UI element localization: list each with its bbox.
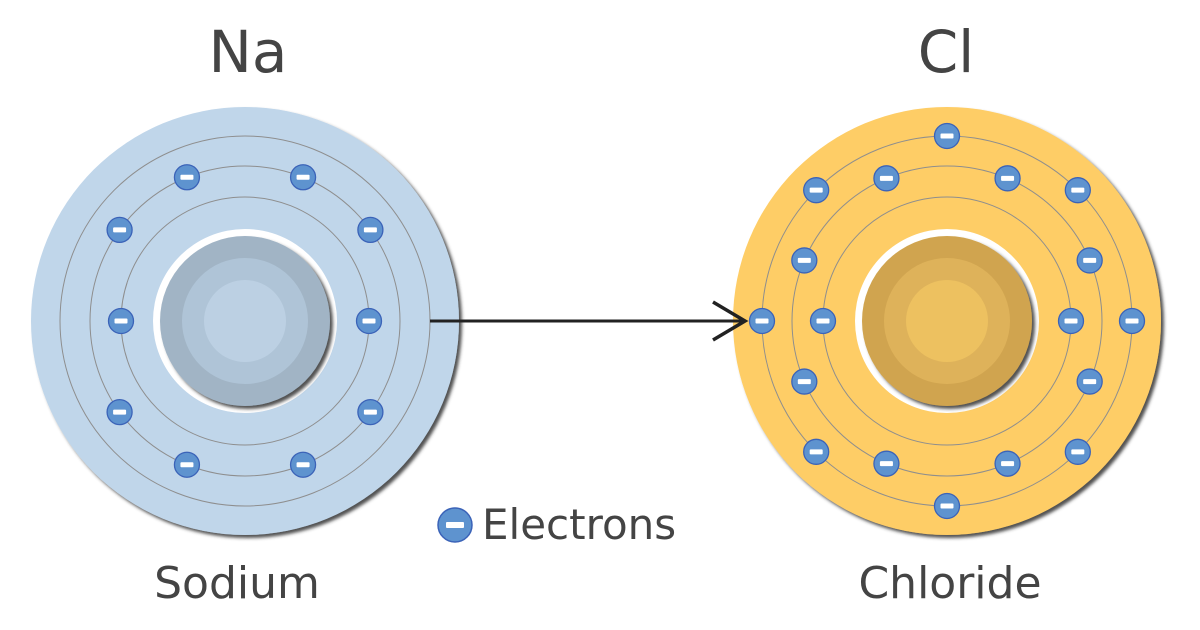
electron xyxy=(357,216,384,244)
minus-icon xyxy=(180,462,194,468)
electron xyxy=(803,438,830,465)
sodium-atom xyxy=(31,107,459,535)
minus-icon xyxy=(1001,175,1015,181)
minus-icon xyxy=(363,409,377,415)
electron xyxy=(1118,307,1146,335)
electron xyxy=(994,450,1021,477)
electron xyxy=(1057,307,1085,335)
minus-icon xyxy=(180,174,194,180)
minus-icon xyxy=(1083,379,1097,385)
legend: Electrons xyxy=(436,500,676,549)
electron xyxy=(748,307,776,335)
electron xyxy=(809,307,837,335)
electron xyxy=(933,492,961,520)
minus-icon xyxy=(113,409,127,415)
electron xyxy=(791,247,818,274)
electron xyxy=(1064,177,1091,204)
orbit-ring xyxy=(791,165,1103,477)
electron xyxy=(106,216,133,244)
minus-icon xyxy=(809,187,823,193)
electron xyxy=(994,165,1021,192)
chlorine-atom xyxy=(733,107,1161,535)
minus-icon xyxy=(113,227,127,233)
minus-icon xyxy=(1071,187,1085,193)
electron xyxy=(173,451,201,478)
legend-label: Electrons xyxy=(482,500,677,549)
electron xyxy=(106,398,133,426)
minus-icon xyxy=(940,133,954,139)
electron xyxy=(357,398,384,426)
minus-icon xyxy=(879,461,893,467)
electron xyxy=(289,451,317,478)
sodium-symbol: Na xyxy=(208,18,288,86)
minus-icon xyxy=(1001,461,1015,467)
minus-icon xyxy=(940,503,954,509)
minus-icon xyxy=(1071,449,1085,455)
minus-icon xyxy=(114,318,128,324)
electron xyxy=(873,165,900,192)
minus-icon xyxy=(296,462,310,468)
sodium-name: Sodium xyxy=(154,558,320,609)
nucleus-core xyxy=(906,280,988,362)
electron-transfer-arrow xyxy=(430,300,749,342)
electron xyxy=(107,307,135,335)
nucleus-core xyxy=(204,280,286,362)
electron xyxy=(803,177,830,204)
minus-icon xyxy=(797,257,811,263)
minus-icon xyxy=(296,174,310,180)
minus-icon xyxy=(797,379,811,385)
electron xyxy=(1064,438,1091,465)
electron xyxy=(1076,247,1103,274)
electron xyxy=(873,450,900,477)
orbit-ring xyxy=(89,165,401,477)
minus-icon xyxy=(1083,257,1097,263)
minus-icon xyxy=(1064,318,1078,324)
electron xyxy=(289,164,317,191)
electron xyxy=(355,307,383,335)
minus-icon xyxy=(362,318,376,324)
electron-icon xyxy=(437,506,473,543)
minus-icon xyxy=(816,318,830,324)
electron xyxy=(791,368,818,395)
minus-icon xyxy=(1125,318,1139,324)
chloride-name: Chloride xyxy=(858,558,1042,609)
electron xyxy=(173,164,201,191)
minus-icon xyxy=(363,227,377,233)
minus-icon xyxy=(879,175,893,181)
chlorine-symbol: Cl xyxy=(917,18,975,86)
electron xyxy=(1076,368,1103,395)
minus-icon xyxy=(809,449,823,455)
minus-icon xyxy=(755,318,769,324)
electron xyxy=(933,122,961,150)
